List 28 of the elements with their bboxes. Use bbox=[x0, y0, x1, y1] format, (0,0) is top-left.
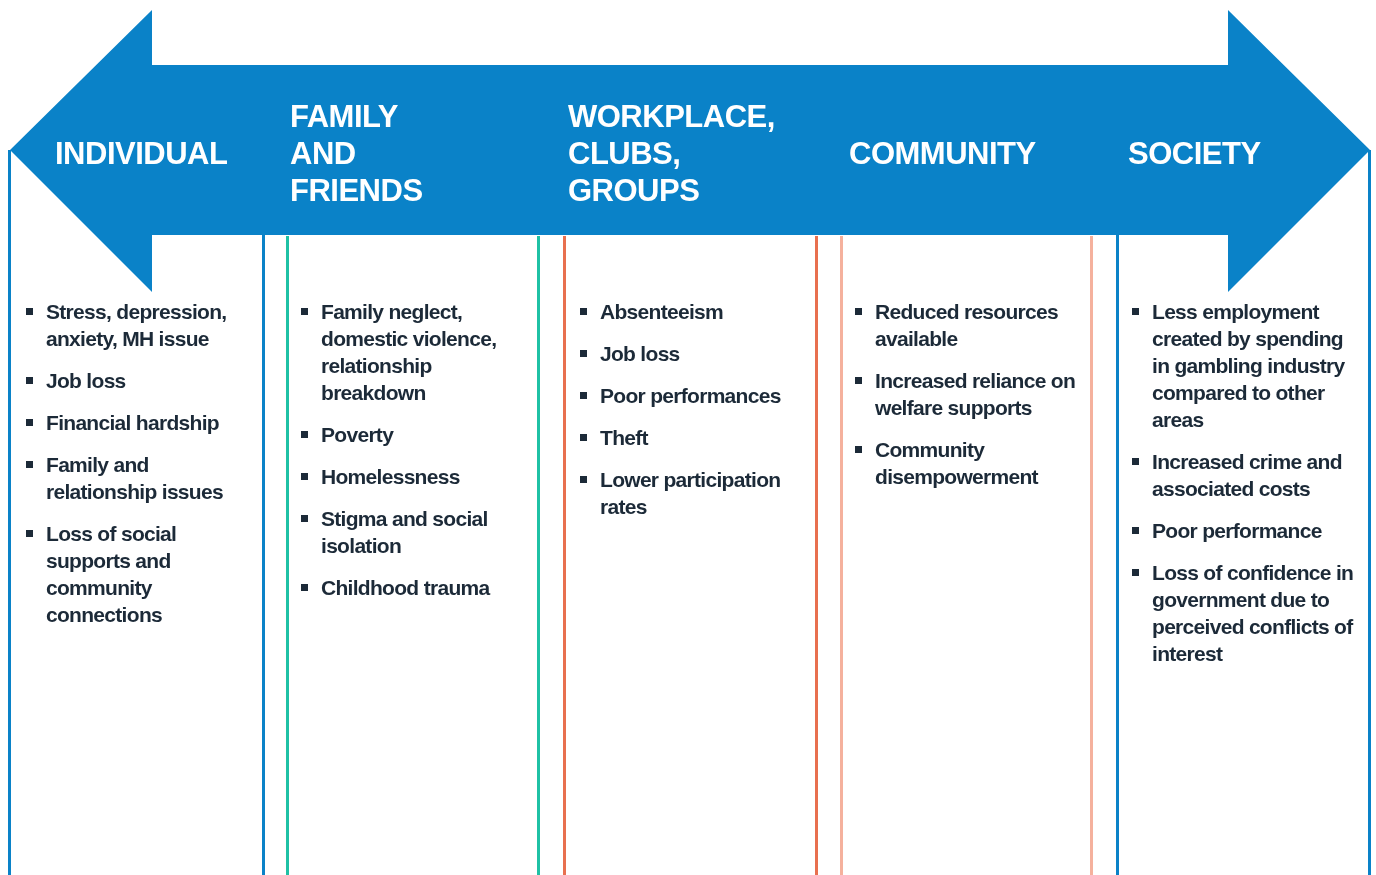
double-headed-arrow bbox=[10, 10, 1370, 292]
column-heading: INDIVIDUAL bbox=[55, 135, 229, 172]
bullet-item: Increased reliance on welfare supports bbox=[855, 367, 1080, 421]
bullet-item: Stress, depression, anxiety, MH issue bbox=[26, 298, 251, 352]
bullet-item: Theft bbox=[580, 424, 805, 451]
column-heading: WORKPLACE, CLUBS, GROUPS bbox=[568, 98, 776, 209]
bullet-item: Loss of social supports and community connections bbox=[26, 520, 251, 628]
bullet-item: Poor performances bbox=[580, 382, 805, 409]
bullet-item: Lower participation rates bbox=[580, 466, 805, 520]
bullet-item: Job loss bbox=[580, 340, 805, 367]
bullet-item: Homelessness bbox=[301, 463, 526, 490]
column-heading: COMMUNITY bbox=[849, 135, 1037, 172]
bullet-item: Community disempowerment bbox=[855, 436, 1080, 490]
bullet-item: Increased crime and associated costs bbox=[1132, 448, 1360, 502]
bullet-item: Less employment created by spending in gambling industry compared to other areas bbox=[1132, 298, 1360, 433]
bullet-item: Financial hardship bbox=[26, 409, 251, 436]
bullet-item: Poverty bbox=[301, 421, 526, 448]
bullet-item: Job loss bbox=[26, 367, 251, 394]
bullet-item: Family and relationship issues bbox=[26, 451, 251, 505]
bullet-item: Absenteeism bbox=[580, 298, 805, 325]
bullet-item: Reduced resources available bbox=[855, 298, 1080, 352]
bullet-item: Poor performance bbox=[1132, 517, 1360, 544]
column-heading: FAMILY AND FRIENDS bbox=[290, 98, 424, 209]
bullet-item: Stigma and social isolation bbox=[301, 505, 526, 559]
bullet-item: Loss of confidence in government due to perceived conflicts of interest bbox=[1132, 559, 1360, 667]
bullet-item: Childhood trauma bbox=[301, 574, 526, 601]
column-heading: SOCIETY bbox=[1128, 135, 1262, 172]
bullet-item: Family neglect, domestic violence, relationship breakdown bbox=[301, 298, 526, 406]
